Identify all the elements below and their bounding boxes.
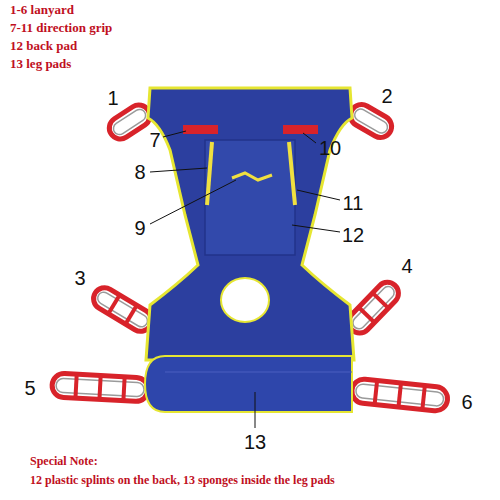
callout-number: 12 — [342, 224, 364, 246]
leg-pad-seam — [165, 372, 352, 373]
direction-grip — [207, 142, 212, 205]
legend-note: 12 back pad — [10, 39, 77, 53]
callout-number: 10 — [319, 137, 341, 159]
callout-number: 2 — [381, 85, 392, 107]
direction-grip — [289, 142, 295, 205]
direction-grip — [232, 173, 272, 180]
callout-number: 7 — [149, 129, 160, 151]
back-pad — [205, 140, 295, 255]
lanyard-strap — [351, 378, 449, 412]
special-note: Special Note: — [30, 455, 98, 468]
lanyard-strap — [89, 284, 155, 336]
callout-number: 8 — [134, 161, 145, 183]
callout-number: 6 — [461, 391, 472, 413]
legend-note: 1-6 lanyard — [10, 3, 74, 17]
leg-pad — [145, 356, 352, 412]
callout-number: 13 — [244, 431, 266, 453]
callout-number: 3 — [74, 267, 85, 289]
leg-opening — [221, 278, 269, 322]
sling-body — [146, 88, 354, 360]
lanyard-strap — [52, 373, 149, 402]
direction-grip — [283, 125, 318, 134]
leader-lines — [150, 131, 340, 428]
direction-grip — [183, 125, 218, 134]
callout-number: 1 — [107, 87, 118, 109]
special-note: 12 plastic splints on the back, 13 spong… — [30, 474, 335, 487]
legend-note: 7-11 direction grip — [10, 21, 112, 35]
legend-note: 13 leg pads — [10, 57, 71, 71]
callout-number: 9 — [134, 217, 145, 239]
callout-number: 5 — [24, 377, 35, 399]
callout-number: 4 — [401, 255, 412, 277]
callout-number: 11 — [343, 192, 364, 214]
